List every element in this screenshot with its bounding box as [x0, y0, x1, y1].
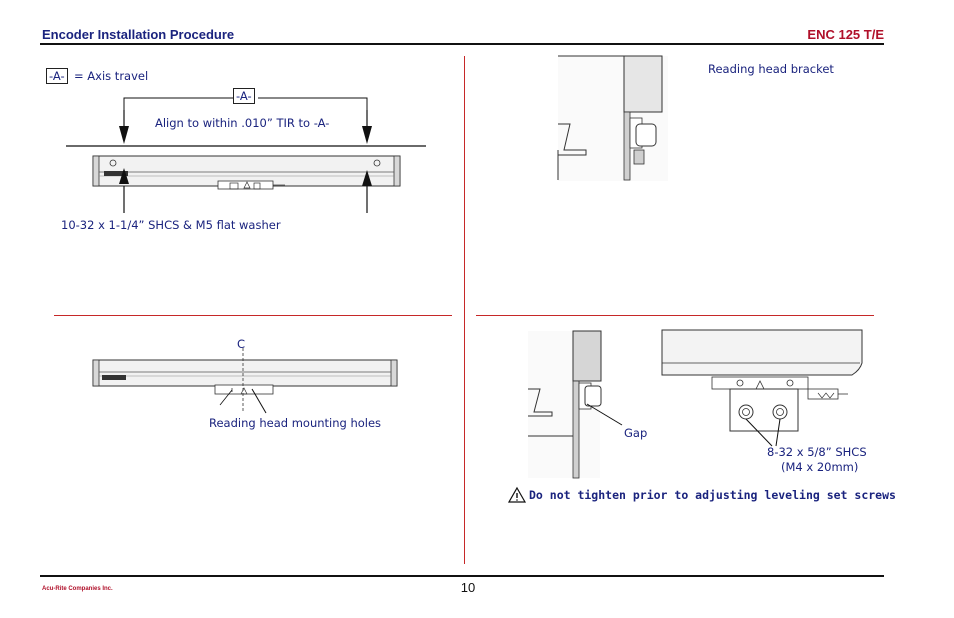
- screw-label-line2: (M4 x 20mm): [781, 460, 859, 474]
- align-note: Align to within .010” TIR to -A-: [155, 116, 330, 130]
- screw-label-line1: 8-32 x 5/8” SHCS: [767, 445, 867, 459]
- datum-tag-top: -A-: [233, 88, 255, 104]
- datum-tag: -A-: [46, 68, 68, 84]
- warning-icon: [507, 486, 527, 503]
- warning-text: Do not tighten prior to adjusting leveli…: [529, 488, 896, 502]
- washer-label: 10-32 x 1-1/4” SHCS & M5 flat washer: [61, 218, 281, 232]
- axis-travel-label: = Axis travel: [74, 69, 149, 83]
- right-horizontal-divider: [476, 315, 874, 316]
- bracket-label: Reading head bracket: [708, 62, 834, 76]
- mounting-holes-label: Reading head mounting holes: [209, 416, 382, 430]
- footer-rule: [40, 575, 884, 577]
- model-number: ENC 125 T/E: [807, 27, 884, 42]
- header-rule: [40, 43, 884, 45]
- page-number: 10: [460, 580, 476, 595]
- document-title: Encoder Installation Procedure: [42, 27, 235, 42]
- gap-label: Gap: [624, 426, 648, 440]
- vertical-divider: [464, 56, 465, 564]
- company-name: Acu-Rite Companies Inc.: [42, 586, 113, 592]
- left-horizontal-divider: [54, 315, 452, 316]
- centerline-symbol: C: [237, 337, 246, 351]
